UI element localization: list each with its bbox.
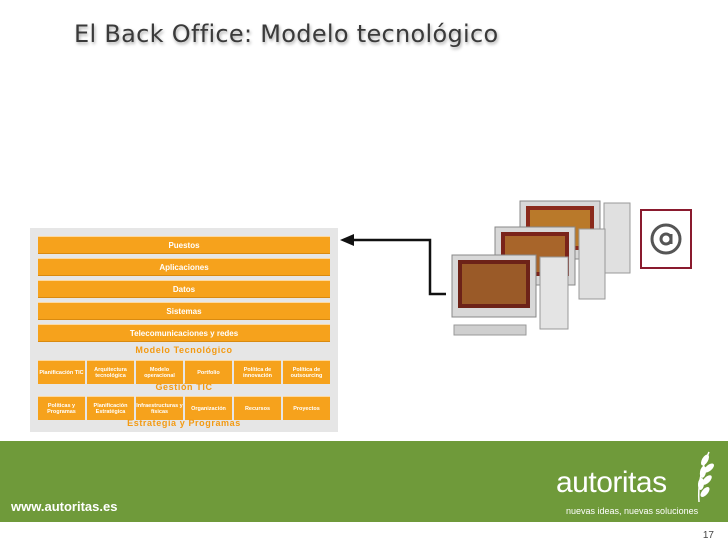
gestion-cell: Planificación TIC bbox=[38, 360, 85, 384]
layer-telecomunicaciones: Telecomunicaciones y redes bbox=[38, 324, 330, 342]
estrategia-cell: Infraestructuras y físicas bbox=[136, 396, 183, 420]
estrategia-cell: Políticas y Programas bbox=[38, 396, 85, 420]
estrategia-cell: Organización bbox=[185, 396, 232, 420]
footer-band bbox=[0, 441, 728, 522]
gestion-cell: Política de outsourcing bbox=[283, 360, 330, 384]
technology-model-diagram: Puestos Aplicaciones Datos Sistemas Tele… bbox=[30, 228, 338, 432]
layer-aplicaciones: Aplicaciones bbox=[38, 258, 330, 276]
slide-title: El Back Office: Modelo tecnológico bbox=[74, 20, 499, 48]
layer-sistemas: Sistemas bbox=[38, 302, 330, 320]
estrategia-caption: Estrategia y Programas bbox=[127, 418, 241, 428]
gestion-cell: Modelo operacional bbox=[136, 360, 183, 384]
page-number: 17 bbox=[702, 530, 714, 541]
gestion-row: Planificación TIC Arquitectura tecnológi… bbox=[38, 360, 330, 384]
arrow-icon bbox=[340, 234, 446, 296]
gestion-cell: Política de innovación bbox=[234, 360, 281, 384]
gestion-cell: Portfolio bbox=[185, 360, 232, 384]
company-tagline: nuevas ideas, nuevas soluciones bbox=[566, 506, 699, 516]
estrategia-cell: Recursos bbox=[234, 396, 281, 420]
layer-puestos: Puestos bbox=[38, 236, 330, 254]
computer-workstations-image bbox=[451, 200, 631, 336]
estrategia-cell: Planificación Estratégica bbox=[87, 396, 134, 420]
company-logo: autoritas bbox=[556, 466, 667, 499]
gestion-caption: Gestión TIC bbox=[155, 382, 213, 392]
model-caption: Modelo Tecnológico bbox=[135, 345, 233, 355]
gestion-cell: Arquitectura tecnológica bbox=[87, 360, 134, 384]
email-at-icon bbox=[640, 209, 692, 269]
laurel-icon bbox=[697, 451, 714, 503]
website-link[interactable]: www.autoritas.es bbox=[11, 499, 118, 514]
estrategia-cell: Proyectos bbox=[283, 396, 330, 420]
estrategia-row: Políticas y Programas Planificación Estr… bbox=[38, 396, 330, 420]
layer-datos: Datos bbox=[38, 280, 330, 298]
